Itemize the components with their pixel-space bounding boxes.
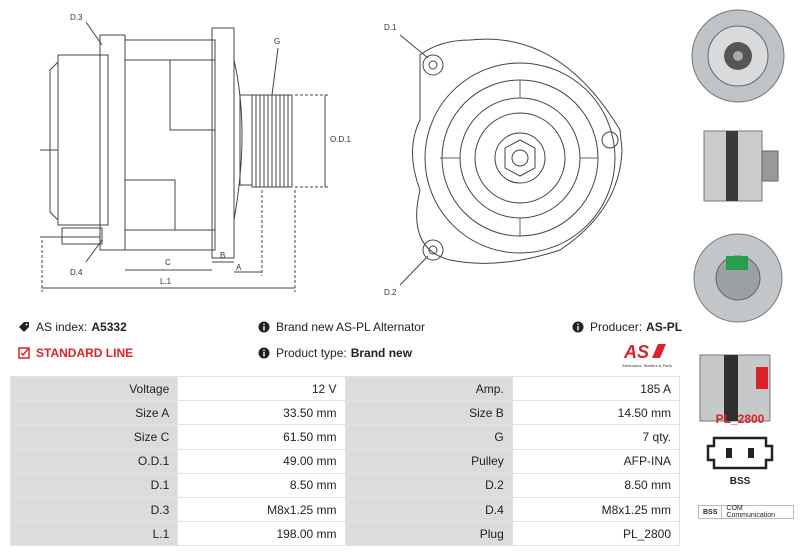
spec-key: O.D.1 (9, 448, 179, 474)
as-pl-logo: AS Alternators, Starters & Parts (622, 342, 672, 368)
communication-badge: BSS COM Communication (698, 505, 794, 519)
spec-key: Amp. (344, 375, 513, 402)
spec-key: Voltage (9, 375, 179, 402)
label-g: G (274, 37, 280, 46)
technical-drawing: D.3 D.4 G O.D.1 C B A L.1 D.1 D.2 (0, 0, 680, 310)
check-square-icon (18, 347, 30, 359)
plug-name: PL_2800 (715, 412, 765, 426)
product-type-label: Product type: (276, 346, 347, 360)
as-index-value: A5332 (91, 320, 127, 334)
product-type: Product type: Brand new (258, 346, 412, 360)
photo-side (703, 130, 779, 202)
product-type-value: Brand new (350, 346, 413, 360)
label-d2: D.2 (384, 288, 397, 297)
as-index-label: AS index: (36, 320, 88, 334)
spec-key: Plug (344, 521, 513, 547)
spec-table: Voltage 12 V Amp. 185 A Size A 33.50 mm … (9, 375, 681, 547)
label-d3: D.3 (70, 13, 83, 22)
logo-text: AS (623, 342, 649, 362)
comm-code: BSS (699, 506, 723, 518)
info-icon (258, 321, 270, 333)
spec-value: AFP-INA (511, 448, 681, 474)
logo-tagline: Alternators, Starters & Parts (622, 363, 672, 368)
spec-key: D.4 (344, 496, 513, 523)
spec-value: 14.50 mm (511, 400, 681, 426)
spec-value: M8x1.25 mm (511, 496, 681, 523)
product-info: AS index: A5332 STANDARD LINE Brand new … (0, 316, 682, 372)
table-row: Size A 33.50 mm Size B 14.50 mm (9, 400, 681, 426)
spec-value: 198.00 mm (177, 521, 346, 547)
plug-type: BSS (729, 476, 751, 487)
spec-value: M8x1.25 mm (177, 496, 346, 523)
as-index: AS index: A5332 (18, 320, 127, 334)
table-row: D.3 M8x1.25 mm D.4 M8x1.25 mm (9, 496, 681, 523)
label-d4: D.4 (70, 268, 83, 277)
spec-key: D.2 (344, 472, 513, 498)
spec-key: G (344, 424, 513, 450)
label-a: A (236, 263, 242, 272)
plug-connector-icon (706, 436, 774, 470)
photo-rear (693, 233, 783, 323)
producer-label: Producer: (590, 320, 643, 334)
product-photos (682, 2, 798, 446)
producer: Producer: AS-PL (572, 320, 682, 334)
table-row: O.D.1 49.00 mm Pulley AFP-INA (9, 448, 681, 474)
spec-value: 49.00 mm (177, 448, 346, 474)
label-b: B (220, 251, 225, 260)
spec-key: D.1 (9, 472, 179, 498)
spec-key: Size B (344, 400, 513, 426)
table-row: D.1 8.50 mm D.2 8.50 mm (9, 472, 681, 498)
photo-front (691, 9, 785, 103)
plug-diagram: PL_2800 BSS (700, 408, 780, 487)
photo-side-2 (699, 354, 771, 422)
spec-value: 12 V (177, 375, 346, 402)
info-icon (258, 347, 270, 359)
spec-value: 61.50 mm (177, 424, 346, 450)
alternator-drawing: D.3 D.4 G O.D.1 C B A L.1 D.1 D.2 (40, 13, 623, 297)
producer-value: AS-PL (646, 320, 683, 334)
tag-icon (19, 322, 29, 332)
label-c: C (165, 258, 171, 267)
comm-text: COM Communication (726, 505, 776, 519)
spec-value: 7 qty. (511, 424, 681, 450)
spec-value: 33.50 mm (177, 400, 346, 426)
spec-value: 8.50 mm (177, 472, 346, 498)
info-icon (572, 321, 584, 333)
spec-key: L.1 (9, 521, 179, 547)
brand-new-text: Brand new AS-PL Alternator (276, 320, 425, 334)
spec-value: PL_2800 (511, 521, 681, 547)
label-l1: L.1 (160, 277, 172, 286)
standard-line-text: STANDARD LINE (36, 346, 134, 360)
table-row: L.1 198.00 mm Plug PL_2800 (9, 521, 681, 547)
table-row: Size C 61.50 mm G 7 qty. (9, 424, 681, 450)
label-d1: D.1 (384, 23, 397, 32)
table-row: Voltage 12 V Amp. 185 A (9, 375, 681, 402)
spec-key: Size C (9, 424, 179, 450)
spec-key: Pulley (344, 448, 513, 474)
spec-key: Size A (9, 400, 179, 426)
spec-key: D.3 (9, 496, 179, 523)
brand-new-info: Brand new AS-PL Alternator (258, 320, 425, 334)
spec-value: 185 A (511, 375, 681, 402)
standard-line: STANDARD LINE (18, 346, 133, 360)
spec-value: 8.50 mm (511, 472, 681, 498)
label-od1: O.D.1 (330, 135, 351, 144)
